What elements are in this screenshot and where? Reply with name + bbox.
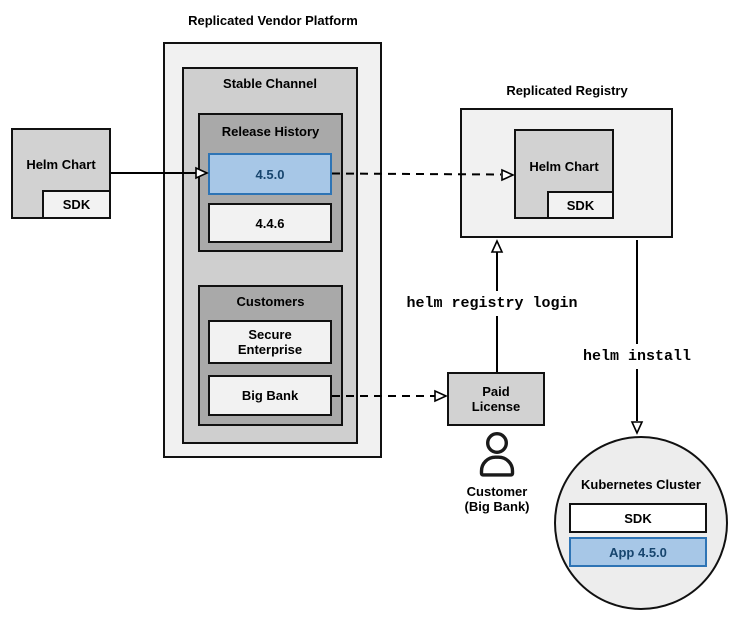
source-helm-chart-box: Helm Chart SDK	[11, 128, 111, 219]
registry-title: Replicated Registry	[506, 83, 628, 98]
secure-enterprise-label: Secure Enterprise	[237, 327, 303, 357]
customer-item-secure-enterprise: Secure Enterprise	[208, 320, 332, 364]
kubernetes-cluster-circle: Kubernetes Cluster SDK App 4.5.0	[554, 436, 728, 610]
registry-helm-chart-label: Helm Chart	[529, 158, 599, 174]
registry-sdk-box: SDK	[547, 191, 614, 219]
command-registry-login: helm registry login	[400, 291, 584, 316]
cluster-sdk-box: SDK	[569, 503, 707, 533]
customer-caption-line2: (Big Bank)	[464, 499, 530, 514]
release-450-label: 4.5.0	[255, 166, 285, 182]
stable-channel-box: Stable Channel Release History 4.5.0 4.4…	[182, 67, 358, 444]
customer-caption-line1: Customer	[466, 484, 528, 499]
command-helm-install: helm install	[576, 344, 698, 369]
release-446-label: 4.4.6	[255, 215, 285, 231]
cluster-sdk-label: SDK	[624, 510, 652, 526]
registry-box: Helm Chart SDK	[460, 108, 673, 238]
release-item-450: 4.5.0	[208, 153, 332, 195]
customer-caption: Customer (Big Bank)	[447, 484, 547, 514]
platform-title: Replicated Vendor Platform	[188, 13, 358, 28]
stable-channel-title: Stable Channel	[223, 76, 317, 91]
person-icon	[479, 432, 515, 477]
registry-sdk-label: SDK	[566, 197, 595, 213]
big-bank-label: Big Bank	[241, 388, 299, 403]
release-history-title: Release History	[221, 124, 320, 139]
arrow-registry-to-cluster	[630, 240, 644, 435]
customers-title: Customers	[236, 294, 305, 309]
registry-helm-chart-box: Helm Chart SDK	[514, 129, 614, 219]
release-item-446: 4.4.6	[208, 203, 332, 243]
paid-license-label: Paid License	[471, 384, 521, 414]
source-helm-chart-label: Helm Chart	[26, 157, 96, 172]
cluster-app-box: App 4.5.0	[569, 537, 707, 567]
customers-box: Customers Secure Enterprise Big Bank	[198, 285, 343, 426]
source-sdk-box: SDK	[42, 190, 111, 219]
platform-box: Stable Channel Release History 4.5.0 4.4…	[163, 42, 382, 458]
cluster-app-label: App 4.5.0	[609, 544, 667, 560]
source-sdk-label: SDK	[62, 197, 91, 212]
customer-item-big-bank: Big Bank	[208, 375, 332, 416]
release-history-box: Release History 4.5.0 4.4.6	[198, 113, 343, 252]
paid-license-box: Paid License	[447, 372, 545, 426]
kubernetes-cluster-title: Kubernetes Cluster	[581, 477, 701, 492]
